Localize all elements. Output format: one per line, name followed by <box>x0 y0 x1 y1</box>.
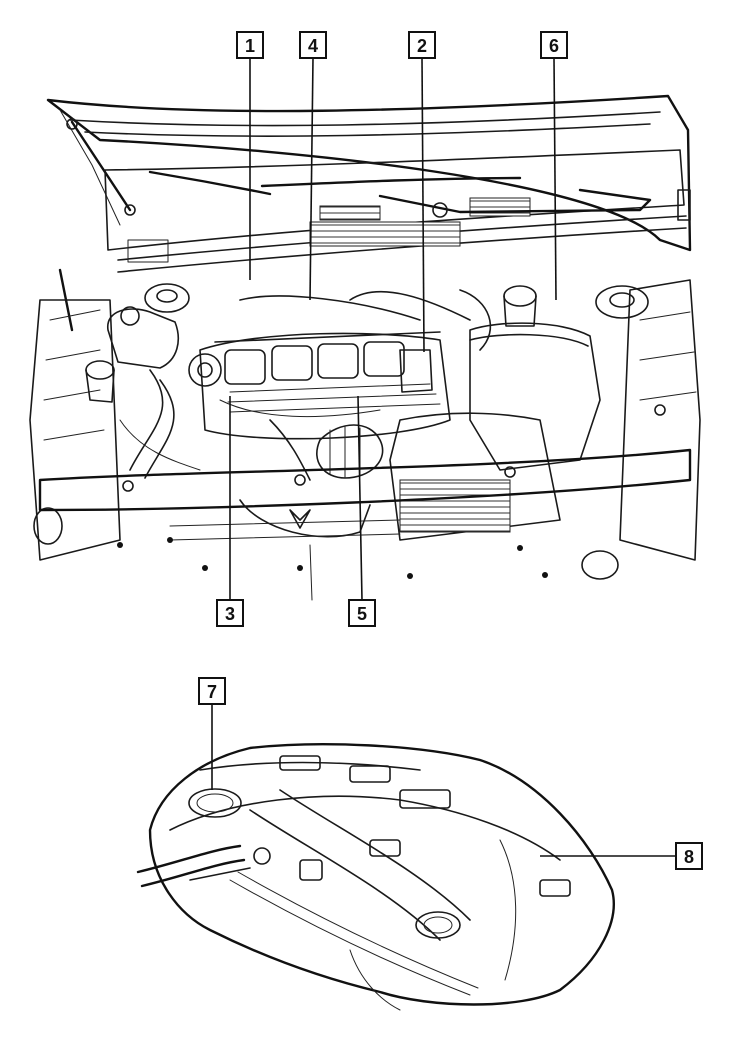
callout-7-label: 7 <box>207 682 217 702</box>
hood-strut <box>58 118 136 332</box>
leader-line-5 <box>357 395 363 601</box>
callout-7: 7 <box>198 677 226 705</box>
leader-line-4 <box>309 57 314 301</box>
strut-towers <box>144 283 649 319</box>
callout-6-label: 6 <box>549 36 559 56</box>
cowl-panel <box>104 149 691 273</box>
callout-2: 2 <box>408 31 436 59</box>
engine-block <box>188 331 451 440</box>
callouts: 1 4 2 6 3 5 7 8 <box>198 31 703 870</box>
callout-8-label: 8 <box>684 847 694 867</box>
leader-line-2 <box>421 57 425 353</box>
callout-1-label: 1 <box>245 36 255 56</box>
air-filter-housing <box>316 322 601 541</box>
callout-3: 3 <box>216 599 244 627</box>
callout-5: 5 <box>348 599 376 627</box>
fluid-reservoirs <box>85 285 537 403</box>
callout-6: 6 <box>540 31 568 59</box>
coolant-reservoir <box>107 306 179 369</box>
callout-4-label: 4 <box>308 36 318 56</box>
engine-bay-illustration <box>29 94 701 601</box>
callout-8: 8 <box>675 842 703 870</box>
leader-line-6 <box>553 57 557 301</box>
front-cross-member <box>38 404 692 601</box>
callout-4: 4 <box>299 31 327 59</box>
callout-2-label: 2 <box>417 36 427 56</box>
hoses-and-wiring <box>119 289 492 481</box>
radiator-mounts <box>117 537 548 579</box>
callout-3-label: 3 <box>225 604 235 624</box>
fender-walls <box>29 279 701 580</box>
callout-1: 1 <box>236 31 264 59</box>
fuel-tank-illustration <box>136 743 615 1011</box>
callout-5-label: 5 <box>357 604 367 624</box>
